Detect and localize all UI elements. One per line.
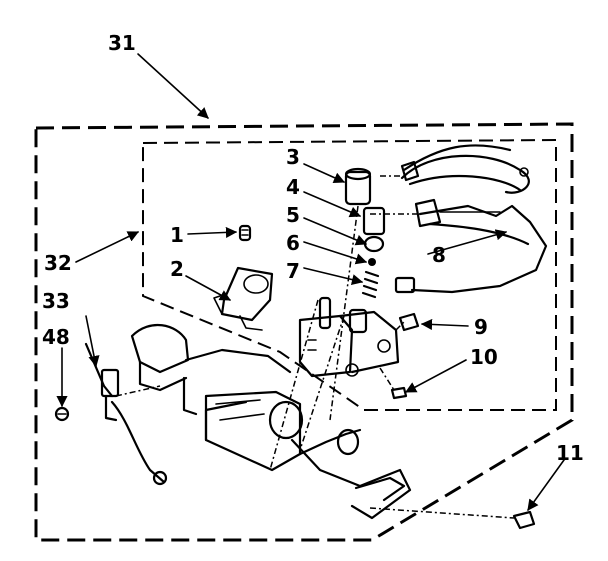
- label-31: 31: [108, 31, 136, 55]
- burner-bracket: [130, 323, 412, 520]
- alignment-lines: [115, 175, 515, 519]
- label-11: 11: [556, 441, 584, 465]
- label-7: 7: [286, 259, 300, 283]
- label-4: 4: [286, 175, 300, 199]
- screw-part-48: [54, 406, 70, 422]
- wire-harness-part-8: [394, 144, 548, 294]
- assembly-31-outline: [34, 122, 574, 542]
- seal-part-5: [363, 235, 385, 253]
- coil-part-4: [362, 206, 386, 236]
- label-3: 3: [286, 145, 300, 169]
- fitting-part-9: [398, 312, 420, 332]
- assembly-32-outline: [142, 138, 557, 411]
- label-8: 8: [432, 243, 446, 267]
- valve-stack: [344, 167, 386, 299]
- label-6: 6: [286, 231, 300, 255]
- cap-part-3: [344, 170, 372, 206]
- spring-part-7: [361, 270, 380, 299]
- label-9: 9: [474, 315, 488, 339]
- label-32: 32: [44, 251, 72, 275]
- screw-part-11: [512, 510, 536, 530]
- leader-arrows: [56, 53, 565, 511]
- clip-part-1: [238, 224, 252, 242]
- fitting-part-10: [390, 386, 408, 400]
- ball-part-6: [368, 258, 376, 266]
- label-33: 33: [42, 289, 70, 313]
- sensor-part-33: [84, 342, 168, 486]
- label-48: 48: [42, 325, 70, 349]
- label-1: 1: [170, 223, 184, 247]
- label-5: 5: [286, 203, 300, 227]
- label-10: 10: [470, 345, 498, 369]
- bracket-part-2: [213, 266, 274, 331]
- label-2: 2: [170, 257, 184, 281]
